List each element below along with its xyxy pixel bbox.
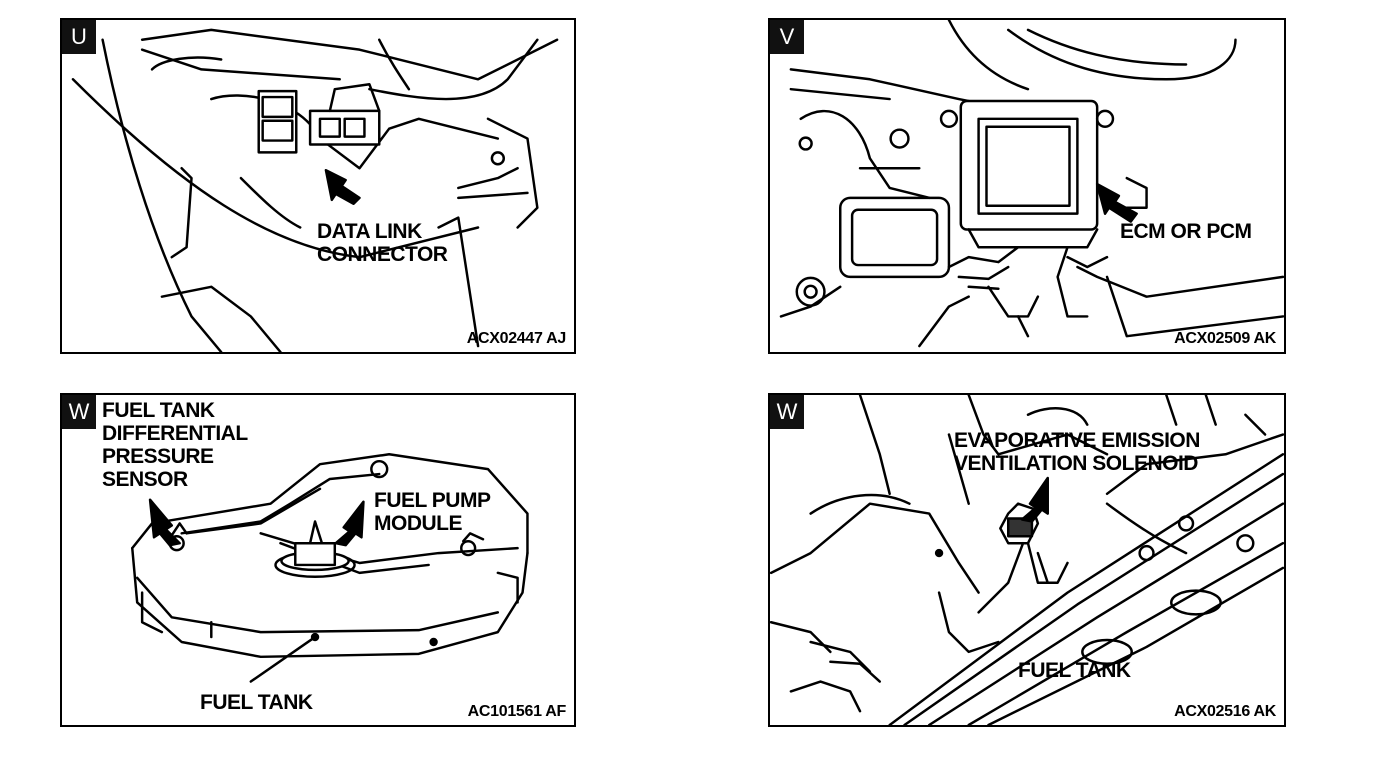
figure-code: ACX02447 AJ	[466, 330, 567, 347]
panel-letter: W	[62, 395, 96, 429]
panel-letter: W	[770, 395, 804, 429]
data-link-connector-illustration	[71, 28, 559, 352]
fuel-tank-label: FUEL TANK	[1018, 659, 1131, 682]
diagram-panel-u: U DATA LINK CONNECTOR ACX02447 AJ	[60, 18, 576, 354]
diagram-panel-v: V ECM OR PCM ACX02509 AK	[768, 18, 1286, 354]
figure-code: AC101561 AF	[467, 703, 567, 720]
fuel-tank-differential-pressure-sensor-label: FUEL TANK DIFFERENTIAL PRESSURE SENSOR	[102, 399, 248, 491]
evaporative-emission-ventilation-solenoid-label: EVAPORATIVE EMISSION VENTILATION SOLENOI…	[954, 429, 1200, 475]
fuel-tank-illustration	[131, 453, 529, 683]
diagram-panel-w-fuel-tank: W FUEL TANK DIFFERENTIAL PRESSURE SENSOR…	[60, 393, 576, 727]
data-link-connector-label: DATA LINK CONNECTOR	[317, 220, 448, 266]
fuel-tank-label: FUEL TANK	[200, 691, 313, 714]
fuel-pump-module-label: FUEL PUMP MODULE	[374, 489, 491, 535]
figure-code: ACX02516 AK	[1174, 703, 1276, 720]
panel-letter: U	[62, 20, 96, 54]
diagram-panel-w-evap-solenoid: W EVAPORATIVE EMISSION VENTILATION SOLEN…	[768, 393, 1286, 727]
panel-letter: V	[770, 20, 804, 54]
figure-code: ACX02509 AK	[1174, 330, 1276, 347]
ecm-pcm-illustration	[779, 20, 1284, 348]
evap-solenoid-illustration	[770, 395, 1284, 725]
ecm-or-pcm-label: ECM OR PCM	[1120, 220, 1252, 243]
